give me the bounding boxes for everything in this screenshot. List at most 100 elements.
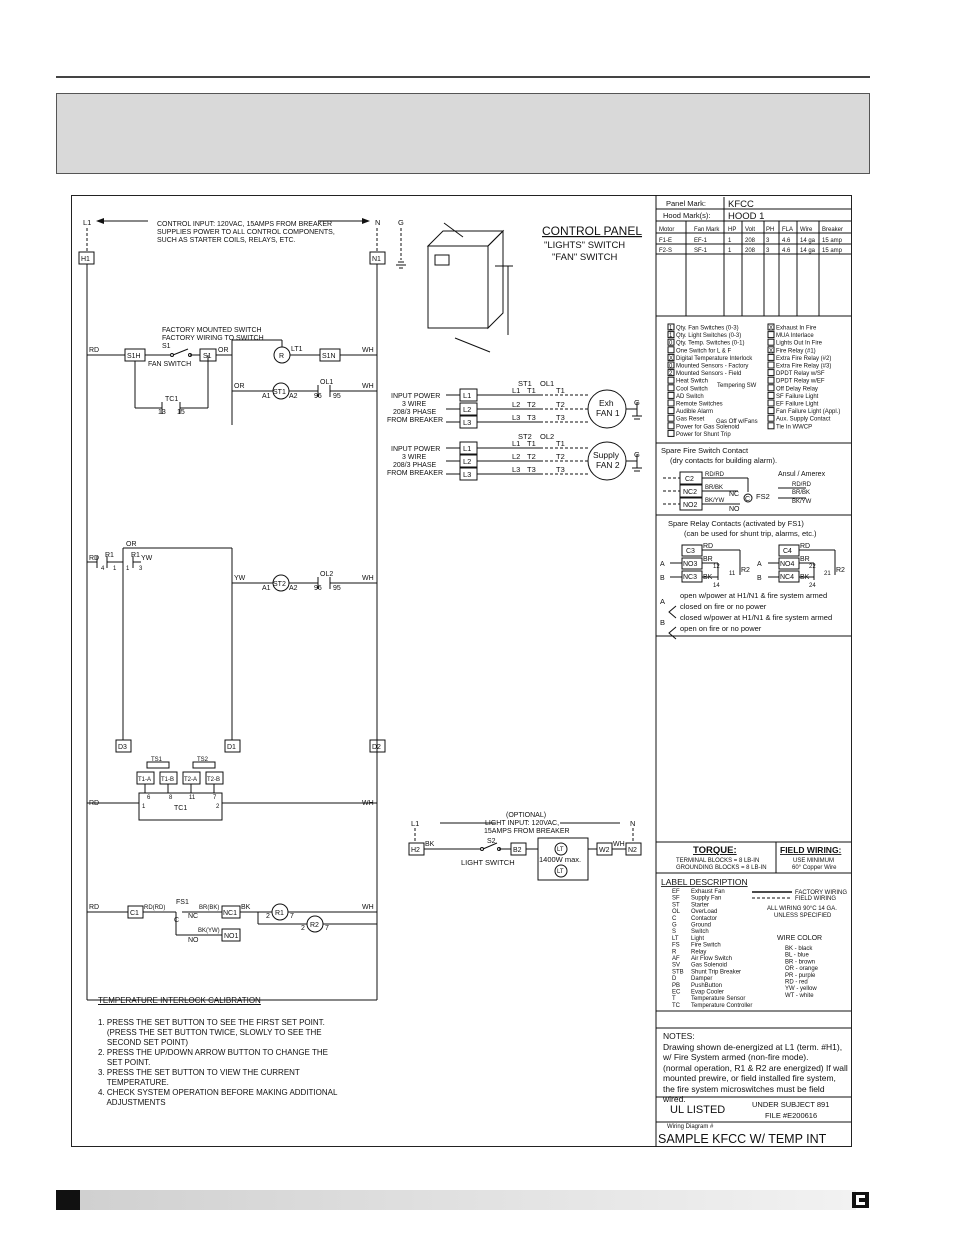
option-checkbox bbox=[667, 422, 675, 430]
relay-11: 11 bbox=[729, 571, 736, 577]
torque-line1: TERMINAL BLOCKS = 8 LB-IN bbox=[676, 858, 759, 864]
label-c4: C4 bbox=[783, 548, 792, 555]
option-checkbox bbox=[667, 323, 675, 331]
footer-bar bbox=[56, 1190, 856, 1210]
option-checkbox bbox=[667, 391, 675, 399]
label-no4: NO4 bbox=[780, 561, 795, 568]
table-header-cell: HP bbox=[728, 227, 736, 233]
legend-abbrev: C bbox=[672, 916, 677, 922]
brand-logo-icon bbox=[852, 1192, 869, 1208]
panel-table-grid bbox=[656, 197, 851, 1123]
sup-t1b: T1 bbox=[556, 439, 565, 448]
legend-abbrev: T bbox=[672, 996, 676, 1002]
table-cell: 15 amp bbox=[822, 248, 843, 254]
relay-b-1: B bbox=[660, 575, 665, 582]
label-c3: C3 bbox=[686, 548, 695, 555]
legend-description: Starter bbox=[691, 902, 709, 908]
legend-abbrev: ST bbox=[672, 902, 680, 908]
hood-mark-value: HOOD 1 bbox=[728, 211, 764, 222]
relay-a-desc-1: open w/power at H1/N1 & fire system arme… bbox=[680, 591, 827, 600]
option-label: Aux. Supply Contact bbox=[776, 417, 831, 423]
legend-field-wiring: FIELD WIRING bbox=[795, 896, 836, 902]
legend-description: Evap Cooler bbox=[691, 990, 724, 996]
sup-st2: ST2 bbox=[518, 432, 532, 441]
light-input-2: 15AMPS FROM BREAKER bbox=[484, 828, 570, 835]
label-bk-yw: BK(YW) bbox=[198, 928, 220, 934]
legend-abbrev: FS bbox=[672, 943, 680, 949]
option-checkbox bbox=[667, 338, 675, 346]
exhaust-motor-circuit bbox=[446, 388, 642, 429]
option-label: Digital Temperature Interlock bbox=[676, 356, 753, 362]
option-checkbox bbox=[667, 384, 675, 392]
ansul-rd-rd: RD/RD bbox=[792, 482, 812, 488]
exh-input-power-1: INPUT POWER bbox=[391, 393, 440, 400]
label-no1: NO1 bbox=[224, 933, 239, 940]
sup-input-power-2: 3 WIRE bbox=[402, 454, 426, 461]
calibration-line: 4. CHECK SYSTEM OPERATION BEFORE MAKING … bbox=[98, 1088, 338, 1097]
wire-rd-4: RD bbox=[89, 904, 99, 911]
calibration-line: 1. PRESS THE SET BUTTON TO SEE THE FIRST… bbox=[98, 1018, 325, 1027]
calibration-title: TEMPERATURE INTERLOCK CALIBRATION bbox=[98, 996, 261, 1005]
table-cell: 4.6 bbox=[782, 238, 791, 244]
table-cell: EF-1 bbox=[694, 238, 708, 244]
relay-24: 24 bbox=[809, 583, 816, 589]
legend-abbrev: OL bbox=[672, 909, 681, 915]
supply-motor-circuit bbox=[446, 441, 642, 481]
label-r2-7: 7 bbox=[325, 925, 329, 932]
option-checkbox bbox=[767, 422, 775, 430]
option-label: Tie In WWCP bbox=[776, 424, 812, 430]
label-d3: D3 bbox=[118, 744, 127, 751]
terminal-d2 bbox=[369, 739, 386, 753]
exh-l2: L2 bbox=[512, 400, 520, 409]
option-checkbox bbox=[767, 353, 775, 361]
wire-or-2: OR bbox=[234, 383, 245, 390]
temp-sensor-ts2 bbox=[192, 761, 216, 769]
option-label: Mounted Sensors - Field bbox=[676, 371, 741, 377]
panel-mark-value: KFCC bbox=[728, 199, 754, 210]
light-bk: BK bbox=[425, 841, 435, 848]
terminal-no1 bbox=[221, 928, 241, 942]
label-r1-7: 7 bbox=[290, 913, 294, 920]
wire-or-3: OR bbox=[126, 541, 137, 548]
s1-label: S1 bbox=[162, 343, 171, 350]
light-max-watt: 1400W max. bbox=[539, 855, 581, 864]
option-checkbox bbox=[667, 353, 675, 361]
label-ol2: OL2 bbox=[320, 571, 333, 578]
table-cell: 1 bbox=[728, 238, 732, 244]
legend-title: LABEL DESCRIPTION bbox=[661, 877, 748, 887]
ansul-label: Ansul / Amerex bbox=[778, 471, 826, 478]
sup-ground-g: G bbox=[634, 450, 640, 459]
label-r1-1b: 1 bbox=[126, 566, 130, 572]
legend-abbrev: AF bbox=[672, 956, 680, 962]
sup-l1-term: L1 bbox=[463, 444, 471, 453]
option-checkbox bbox=[767, 369, 775, 377]
wire-color-item: WT - white bbox=[785, 993, 814, 999]
wire-color-item: PR - purple bbox=[785, 973, 816, 979]
control-panel-title: CONTROL PANEL bbox=[542, 224, 642, 238]
sup-t3b: T3 bbox=[556, 465, 565, 474]
option-checkbox bbox=[767, 361, 775, 369]
label-96-2: 96 bbox=[314, 585, 322, 592]
table-header-cell: FLA bbox=[782, 227, 793, 233]
option-mark: 1 bbox=[669, 333, 673, 339]
legend-description: Ground bbox=[691, 923, 711, 929]
torque-line2: GROUNDING BLOCKS = 8 LB-IN bbox=[676, 865, 767, 871]
wire-wh-3: WH bbox=[362, 575, 374, 582]
label-a2: A2 bbox=[289, 393, 298, 400]
calibration-block: TEMPERATURE INTERLOCK CALIBRATION 1. PRE… bbox=[98, 996, 398, 1108]
relay-r2-2: R2 bbox=[836, 567, 845, 574]
label-fs1-no: NO bbox=[188, 937, 199, 944]
ul-file: FILE #E200616 bbox=[765, 1111, 817, 1120]
label-d1: D1 bbox=[227, 744, 236, 751]
relay-21: 21 bbox=[824, 571, 831, 577]
label-nc3: NC3 bbox=[683, 574, 697, 581]
label-95-2: 95 bbox=[333, 585, 341, 592]
exh-t3b: T3 bbox=[556, 413, 565, 422]
legend-description: Air Flow Switch bbox=[691, 956, 732, 962]
wire-wh-1: WH bbox=[362, 347, 374, 354]
field-wiring-1: USE MINIMUM bbox=[793, 858, 834, 864]
label-r2-coil: R2 bbox=[310, 922, 319, 929]
label-96: 96 bbox=[314, 393, 322, 400]
notes-title: NOTES: bbox=[663, 1031, 695, 1041]
